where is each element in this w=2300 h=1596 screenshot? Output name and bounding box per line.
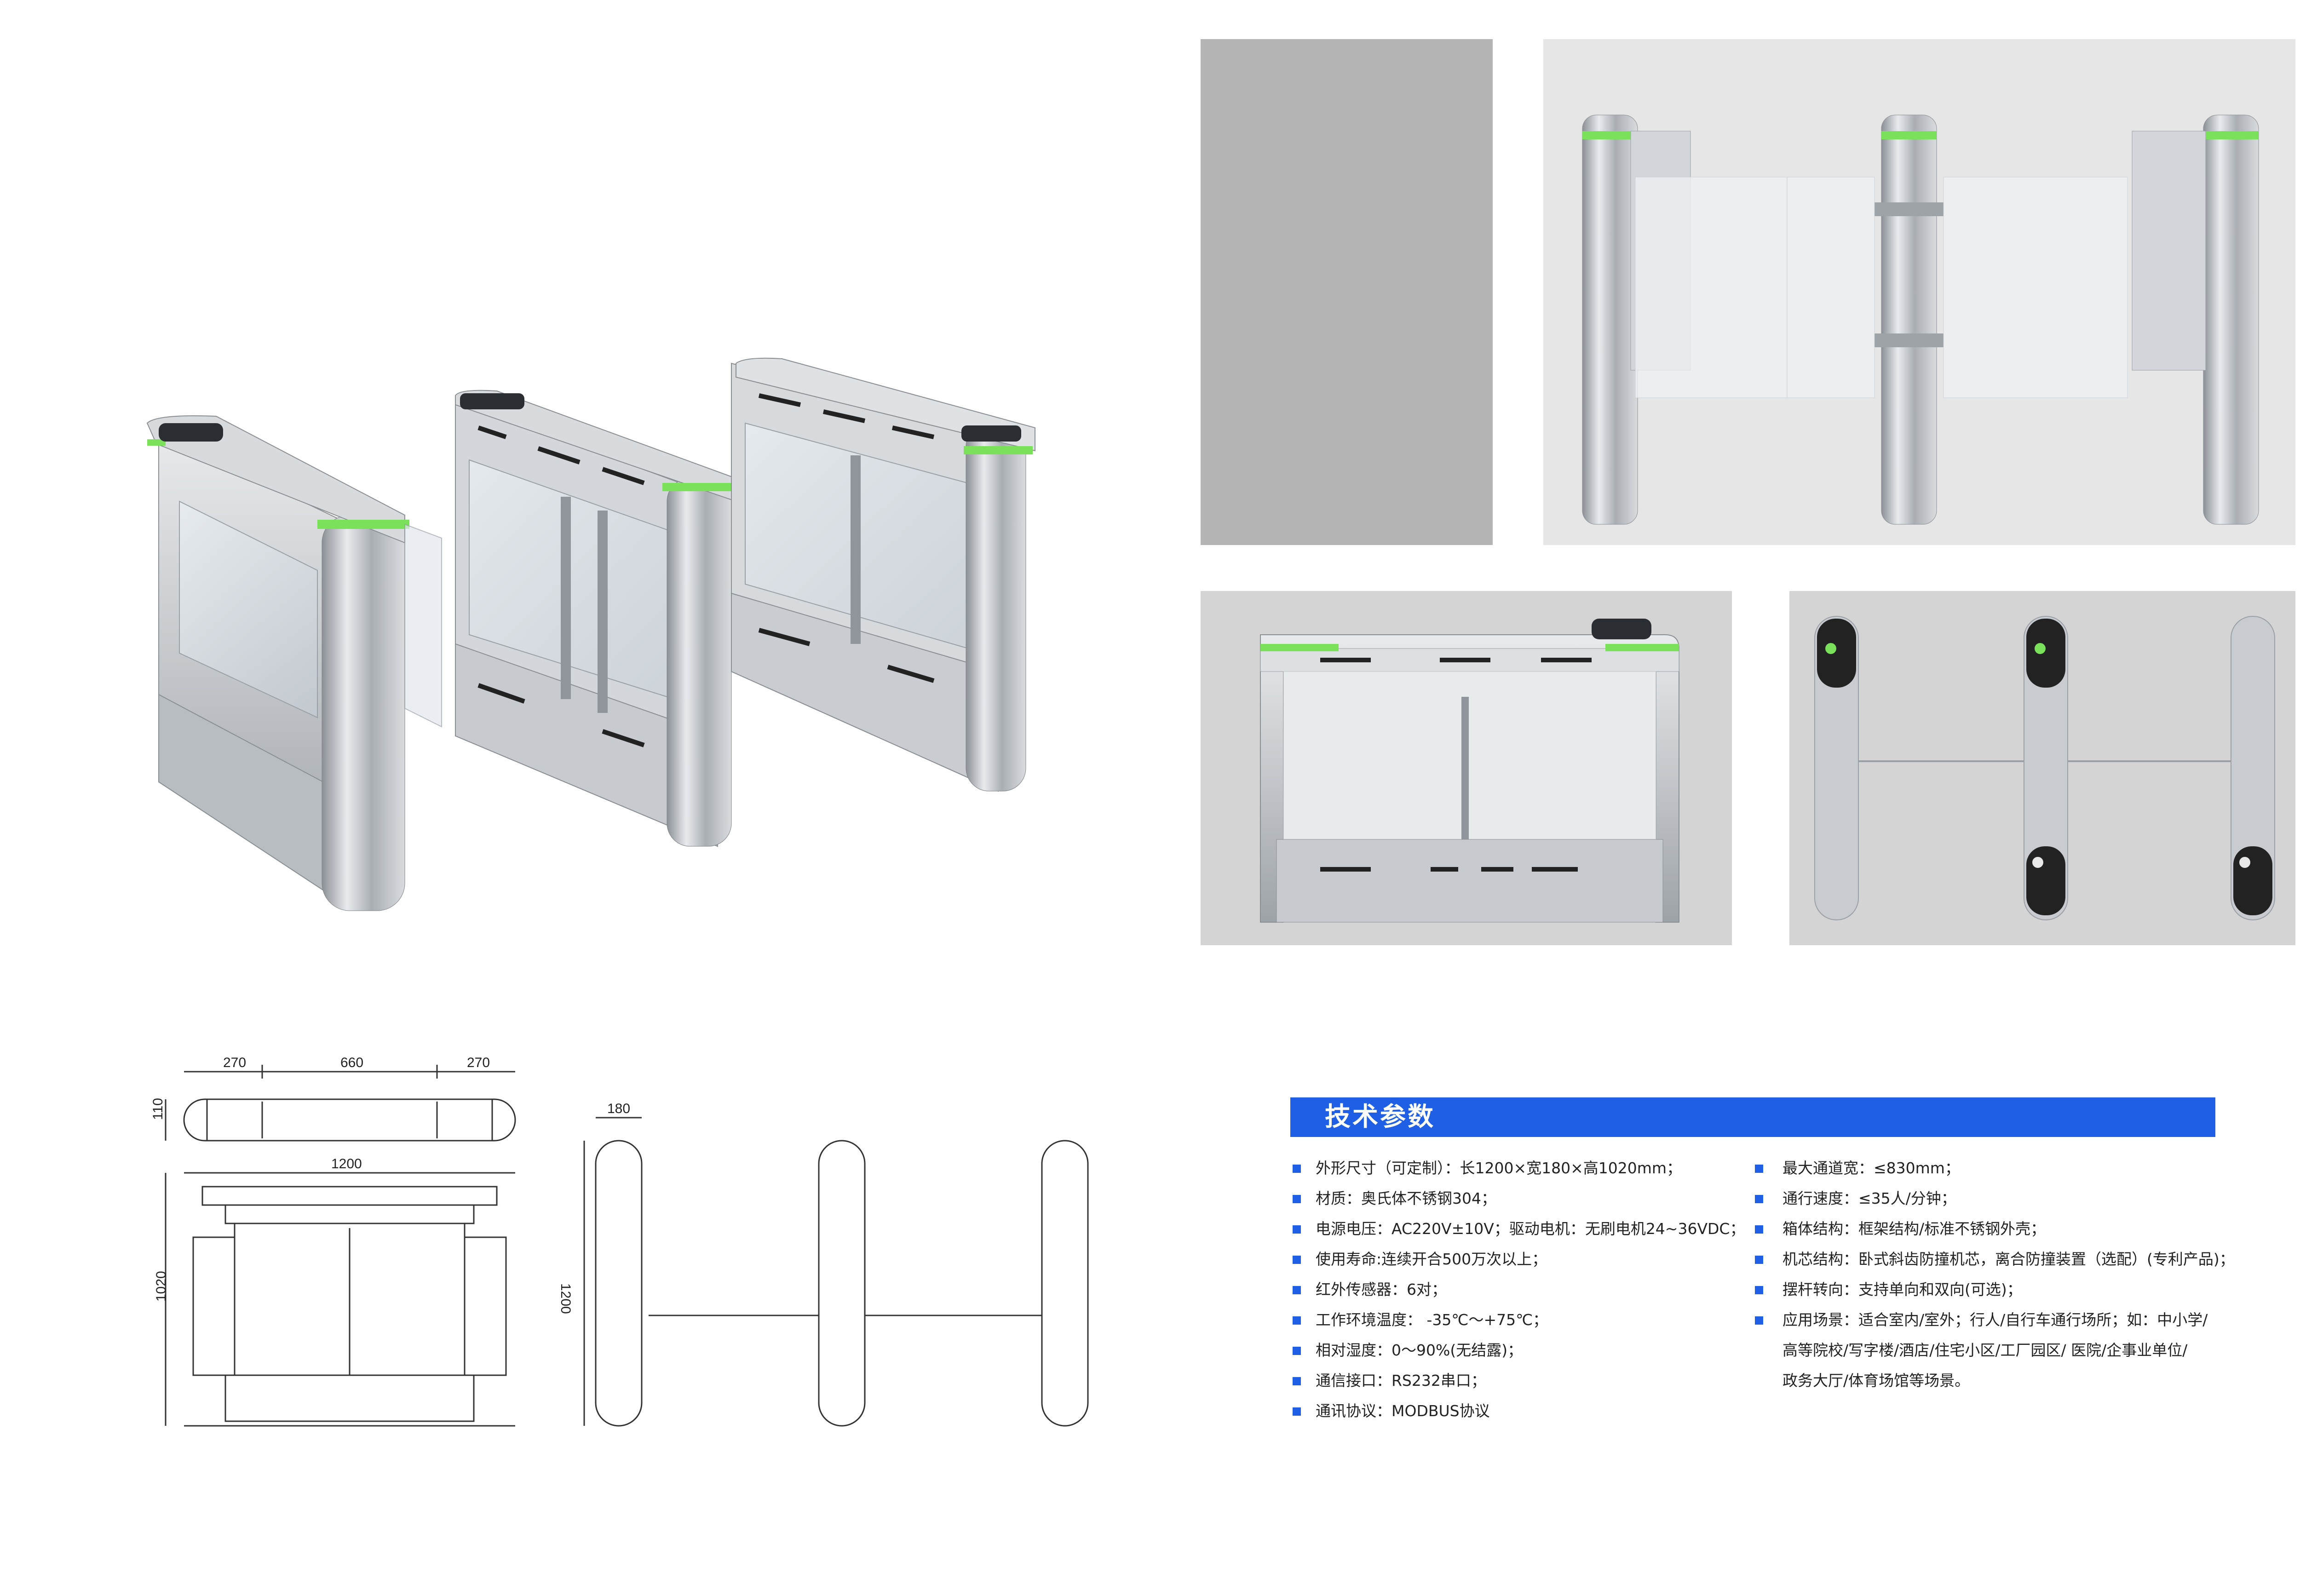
spec-item: 红外传感器：6对； (1316, 1280, 1447, 1298)
spec-item: 应用场景：适合室内/室外；行人/自行车通行场所；如：中小学/ (1782, 1311, 2208, 1329)
turnstile-unit-left (146, 415, 442, 911)
bullet (1755, 1195, 1763, 1203)
spec-item: 通行速度：≤35人/分钟； (1782, 1189, 1956, 1207)
bullet (1755, 1165, 1763, 1173)
photo-panel-top-view (1789, 591, 2295, 945)
turnstile-unit-right (731, 357, 1035, 792)
spec-banner (1290, 1097, 2215, 1137)
bullet (1755, 1286, 1763, 1294)
spec-item: 高等院校/写字楼/酒店/住宅小区/工厂园区/ 医院/企事业单位/ (1782, 1341, 2188, 1359)
top-view-outline (183, 1098, 516, 1142)
bullet (1293, 1347, 1301, 1355)
spec-item: 通信接口：RS232串口； (1316, 1372, 1486, 1389)
bullet (1755, 1225, 1763, 1234)
side-view-outline (595, 1140, 643, 1427)
spec-item: 使用寿命:连续开合500万次以上； (1316, 1250, 1547, 1268)
bullet (1293, 1286, 1301, 1294)
technical-drawing: 270 660 270 110 1200 1020 180 1200 (150, 1055, 1089, 1427)
dim-side-width: 180 (607, 1101, 630, 1116)
photo-panel-single-unit (1201, 591, 1732, 945)
dim-w-mid: 660 (340, 1055, 363, 1070)
spec-item: 机芯结构：卧式斜齿防撞机芯，离合防撞装置（选配）(专利产品)； (1782, 1250, 2235, 1268)
spec-title: 技术参数 (1325, 1102, 1435, 1132)
blank-photo-panel (1201, 39, 1493, 545)
spec-item: 通讯协议：MODBUS协议 (1316, 1402, 1490, 1420)
spec-item: 外形尺寸（可定制）：长1200×宽180×高1020mm； (1316, 1159, 1682, 1177)
bullet (1293, 1377, 1301, 1385)
spec-item: 摆杆转向：支持单向和双向(可选)； (1782, 1280, 2022, 1298)
bullet (1293, 1316, 1301, 1325)
bullet (1293, 1407, 1301, 1416)
bullet (1293, 1256, 1301, 1264)
dim-front-width: 1200 (331, 1156, 362, 1171)
spec-item: 电源电压：AC220V±10V；驱动电机：无刷电机24~36VDC； (1316, 1220, 1745, 1238)
dim-depth: 110 (150, 1098, 166, 1120)
single-unit-render (1260, 619, 1679, 923)
spec-item: 工作环境温度： -35℃～+75℃； (1316, 1311, 1548, 1329)
dim-front-height: 1020 (154, 1271, 169, 1302)
dim-w-left: 270 (223, 1055, 246, 1070)
spec-item: 箱体结构：框架结构/标准不锈钢外壳； (1782, 1220, 2046, 1238)
dim-w-right: 270 (467, 1055, 490, 1070)
turnstile-unit-middle (455, 390, 738, 847)
bullet (1755, 1316, 1763, 1325)
bullet (1755, 1256, 1763, 1264)
spec-item: 材质：奥氏体不锈钢304； (1316, 1189, 1496, 1207)
bullet (1293, 1165, 1301, 1173)
dim-side-length: 1200 (558, 1283, 573, 1314)
top-view-render (1814, 616, 2275, 920)
spec-item: 相对湿度：0～90%(无结露)； (1316, 1341, 1523, 1359)
spec-item: 最大通道宽：≤830mm； (1782, 1159, 1960, 1177)
photo-panel-front-view (1543, 39, 2295, 545)
bullet (1293, 1195, 1301, 1203)
front-view-render (1582, 115, 2259, 525)
bullet (1293, 1225, 1301, 1234)
spec-item: 政务大厅/体育场馆等场景。 (1782, 1372, 1970, 1389)
